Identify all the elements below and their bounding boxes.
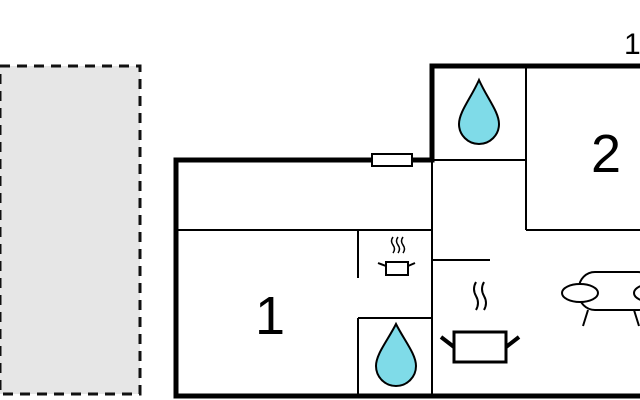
water-drop-icon [457,77,501,145]
room-1-label: 1 [255,286,285,346]
sofa-icon [561,271,640,327]
cooking-pot-icon [377,236,416,276]
inner-walls [176,66,640,396]
cooking-pot-icon [439,281,521,364]
room-2-label: 2 [591,124,621,184]
water-drop-icon [374,321,418,387]
outdoor-area [0,64,142,396]
corner-number-label: 1 [624,28,640,61]
window [371,153,413,167]
